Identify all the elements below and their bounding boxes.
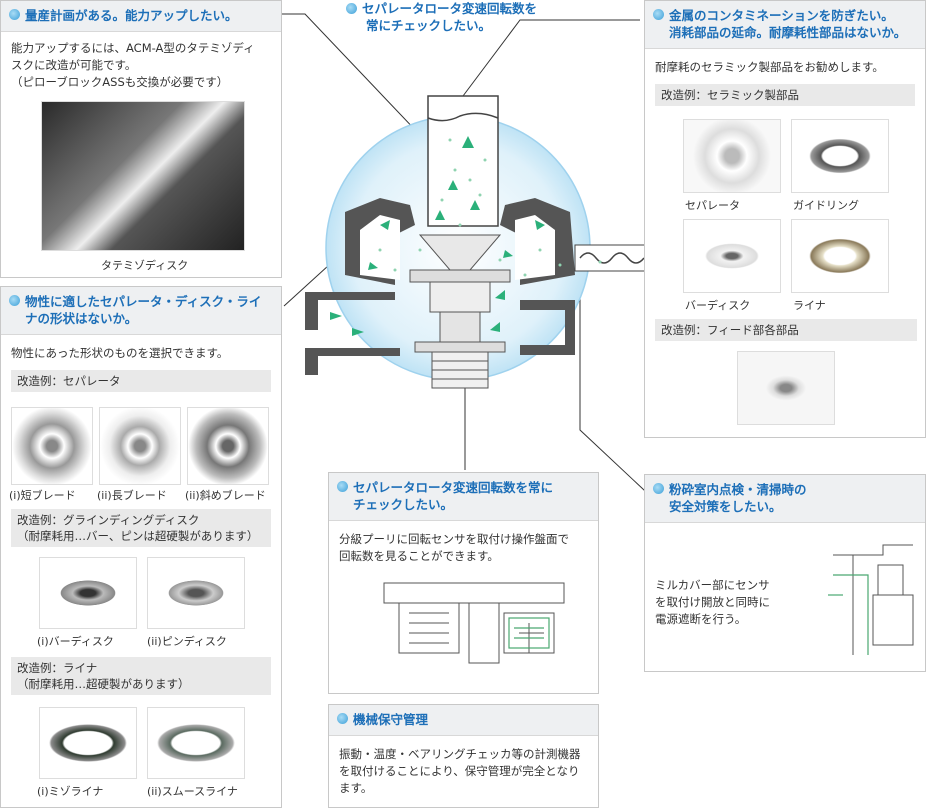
box-metal-contamination: 金属のコンタミネーションを防ぎたい。 消耗部品の延命。耐摩耗性部品はないか。 耐… [644,0,926,438]
subhead-separator: 改造例：セパレータ [11,370,271,392]
photo-vertical-groove-disk [41,101,245,251]
box-safety-text: ミルカバー部にセンサ を取付け開放と同時に 電源遮断を行う。 [655,578,770,626]
top-center-title-line1: セパレータロータ変速回転数を [362,1,538,16]
subhead-feed-parts: 改造例：フィード部各部品 [655,319,917,341]
box-mass-production-title: 量産計画がある。能力アップしたい。 [1,1,281,32]
subhead-liner: 改造例：ライナ （耐摩耗用…超硬製があります） [11,657,271,695]
box-material-shape: 物性に適したセパレータ・ディスク・ライ ナの形状はないか。 物性にあった形状のも… [0,286,282,808]
box-material-shape-text: 物性にあった形状のものを選択できます。 [11,346,229,360]
box-rotor-speed-sensor: セパレータロータ変速回転数を常に チェックしたい。 分級プーリに回転センサを取付… [328,472,599,694]
photo-short-blade [11,407,93,485]
safety-sensor-drawing [828,544,914,655]
photo-caption: タテミゾディスク [101,259,189,272]
box-maintenance-text: 振動・温度・ベアリングチェッカ等の計測機器 を取付けることにより、保守管理が完全… [339,747,581,795]
box-metal-contamination-title: 金属のコンタミネーションを防ぎたい。 消耗部品の延命。耐摩耗性部品はないか。 [645,1,925,49]
leader-line-mass [280,13,421,136]
box-mass-production-text: 能力アップするには、ACM-A型のタテミゾディ スクに改造が可能です。 （ピロー… [11,41,255,89]
bullet-icon [346,3,357,14]
photo-guide-ring [791,119,889,193]
photo-bar-disk [39,557,137,629]
bullet-icon [9,295,20,306]
bullet-icon [653,9,664,20]
photo-feed-parts [737,351,835,425]
bullet-icon [9,9,20,20]
bullet-icon [337,481,348,492]
photo-smooth-liner [147,707,245,779]
box-maintenance-title: 機械保守管理 [329,705,598,736]
photo-groove-liner [39,707,137,779]
bullet-icon [337,713,348,724]
photo-pin-disk [147,557,245,629]
box-metal-contamination-text: 耐摩耗のセラミック製部品をお勧めします。 [655,60,884,74]
photo-ceramic-liner [791,219,889,293]
box-safety: 粉砕室内点検・清掃時の 安全対策をしたい。 ミルカバー部にセンサ を取付け開放と… [644,474,926,672]
sensor-drawing [383,582,565,664]
box-maintenance: 機械保守管理 振動・温度・ベアリングチェッカ等の計測機器 を取付けることにより、… [328,704,599,808]
photo-diagonal-blade [187,407,269,485]
box-rotor-speed-sensor-text: 分級プーリに回転センサを取付け操作盤面で 回転数を見ることができます。 [339,532,569,563]
leader-line-safety [579,245,661,506]
top-center-title-line2: 常にチェックしたい。 [366,18,492,33]
leader-line-metal [459,19,640,101]
top-center-title: セパレータロータ変速回転数を 常にチェックしたい。 [346,0,538,34]
photo-ceramic-separator [683,119,781,193]
box-rotor-speed-sensor-title: セパレータロータ変速回転数を常に チェックしたい。 [329,473,598,521]
subhead-ceramic-parts: 改造例：セラミック製部品 [655,84,915,106]
box-safety-title: 粉砕室内点検・清掃時の 安全対策をしたい。 [645,475,925,523]
bullet-icon [653,483,664,494]
subhead-grinding-disk: 改造例：グラインディングディスク （耐摩耗用…バー、ピンは超硬製があります） [11,509,271,547]
box-mass-production: 量産計画がある。能力アップしたい。 能力アップするには、ACM-A型のタテミゾデ… [0,0,282,278]
photo-long-blade [99,407,181,485]
photo-ceramic-bar-disk [683,219,781,293]
box-material-shape-title: 物性に適したセパレータ・ディスク・ライ ナの形状はないか。 [1,287,281,335]
